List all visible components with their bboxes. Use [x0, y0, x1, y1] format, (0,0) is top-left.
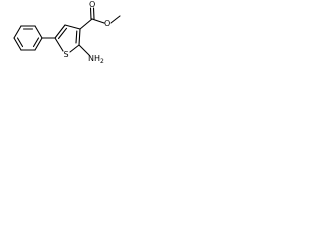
- thiophene-bond-c2-s: [69, 44, 80, 53]
- c3-carbonyl-bond: [79, 18, 93, 30]
- amine-nh-text: NH: [88, 54, 100, 63]
- phenyl-bond-1: [13, 25, 22, 39]
- ester-methyl-bond: [110, 15, 121, 24]
- ester-group: [79, 7, 121, 30]
- phenyl-bond-6: [13, 37, 22, 51]
- carbonyl-double-bond-a: [89, 7, 92, 20]
- phenyl-bond-4: [34, 37, 43, 51]
- ester-oxygen-label: O: [104, 19, 110, 28]
- amine-subscript-text: 2: [100, 58, 104, 65]
- thiophene-ring: [54, 24, 81, 53]
- carbonyl-double-bond-b: [92, 7, 95, 20]
- thiophene-bond-c5-c4: [54, 24, 66, 39]
- carbonyl-ester-bond: [91, 18, 105, 24]
- carbonyl-oxygen-label: O: [89, 0, 95, 9]
- molecule-structure: O O S NH2: [13, 0, 121, 65]
- thiophene-bond-c3-c2: [78, 28, 81, 46]
- thiophene-double-bond-c5-c4: [57, 27, 68, 40]
- phenyl-double-bond-2: [32, 37, 40, 48]
- amine-label: NH2: [88, 54, 104, 65]
- thiophene-bond-c4-c3: [64, 24, 81, 30]
- thiophene-double-bond-c3-c2: [75, 30, 78, 44]
- phenyl-bond-3: [34, 25, 43, 39]
- c2-amine-bond: [78, 44, 90, 56]
- phenyl-ring: [13, 25, 43, 51]
- thiophene-bond-s-c5: [54, 37, 64, 52]
- phenyl-double-bond-3: [16, 37, 24, 48]
- sulfur-label: S: [64, 50, 69, 59]
